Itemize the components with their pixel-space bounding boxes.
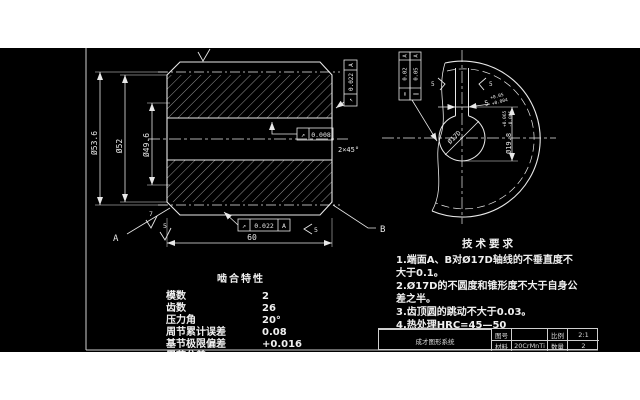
row-label: 压力角 (166, 315, 196, 326)
outer-circle-arc (431, 60, 541, 218)
keyway-width-tol-up: +0.05 (490, 92, 505, 101)
roughness-value: 5 (314, 226, 318, 234)
tech-requirements-title: 技术要求 (462, 238, 516, 250)
fcf-bottom-symbol: ↗ (242, 222, 246, 230)
scale-value: 2:1 (567, 329, 599, 340)
keyway-depth-text: Ø19.8 (505, 133, 513, 154)
keyway-width-text: 5 (484, 99, 490, 108)
datum-label-a: A (113, 234, 119, 244)
row-value: +0.016 (262, 339, 303, 350)
fcf-bottom-face (223, 211, 291, 232)
dim-60-text: 60 (247, 233, 257, 242)
table-row: 基节极限偏差 +0.016 (166, 339, 316, 351)
fcf-top-datum: A (348, 63, 355, 67)
keyway-width-tol-dn: +0.004 (491, 97, 509, 107)
chamfer-note: 2×45° (338, 146, 359, 154)
title-block: 成才图形系统 图号 比例 2:1 材料 20CrMnTi 数量 2 (378, 328, 599, 351)
fcf-top-symbol: ↗ (348, 98, 355, 102)
dim-d52-text: Ø52 (114, 139, 124, 154)
row-label: 周节累计误差 (166, 327, 226, 338)
row-label: 周节公差 (166, 351, 262, 352)
table-row: 齿数 26 (166, 303, 316, 315)
scale-label: 比例 (547, 329, 567, 340)
fcf-runout-right-face (335, 59, 358, 109)
hatch-bottom (167, 160, 332, 202)
fcf-top-value: 0.022 (348, 73, 355, 91)
row-value: 2 (262, 291, 269, 302)
datum-b-leader (332, 204, 376, 229)
fcf2-symbol: ∥ (413, 92, 420, 95)
roughness-value: 5 (163, 222, 167, 230)
length-dimension (166, 218, 333, 247)
fcf2-datum: A (414, 54, 420, 58)
end-view (382, 50, 556, 224)
drawing-canvas: Ø53.6 Ø52 Ø49.6 60 2×45° ↗ 0.022 A (0, 48, 640, 352)
fcf1-datum: A (403, 54, 409, 58)
mesh-table-title: 啮合特性 (217, 274, 265, 285)
drawing-linework: Ø53.6 Ø52 Ø49.6 60 2×45° ↗ 0.022 A (85, 48, 598, 351)
material-value: 20CrMnTi (511, 340, 547, 351)
roughness-icon (197, 48, 211, 62)
fcf-symmetry-parallelism (398, 51, 438, 142)
keyway-depth-tol-dn: -0.005 (508, 110, 514, 127)
roughness-icon (159, 227, 172, 241)
table-row: 压力角 20° (166, 315, 316, 327)
hatch-top (167, 75, 332, 118)
dim-d536-text: Ø53.6 (89, 131, 99, 155)
keyway-width-dimension (438, 102, 491, 110)
part-outline (166, 61, 333, 216)
bore-dim-leader (444, 120, 480, 156)
fcf-mid-value: 0.008 (311, 131, 331, 139)
fcf-mid-symbol: ↗ (301, 131, 305, 139)
fcf1-value: 0.02 (403, 67, 409, 80)
table-row: 周节累计误差 0.08 (166, 327, 316, 339)
fcf-bore-runout (269, 122, 334, 141)
section-view (148, 61, 348, 216)
fcf1-symbol: ═ (403, 92, 409, 97)
diameter-dimensions (95, 71, 170, 206)
drawing-no-label: 图号 (491, 329, 511, 340)
tech-requirement-item: 3.齿顶圆的跳动不大于0.03。 (396, 307, 532, 318)
qty-value: 2 (567, 340, 599, 351)
row-value: 0.018 (262, 351, 294, 352)
roughness-value: 5 (489, 81, 493, 88)
roughness-icon (478, 77, 487, 91)
row-value: 20° (262, 315, 281, 326)
keyway-depth-tol-up: +0.065 (502, 110, 508, 127)
roughness-value: 7 (149, 210, 153, 218)
roughness-value: 5 (431, 81, 435, 88)
datum-label-b: B (380, 225, 385, 235)
roughness-icon (303, 223, 313, 235)
row-value: 0.08 (262, 327, 287, 338)
row-label: 模数 (166, 291, 186, 302)
fcf-bottom-value: 0.022 (254, 222, 274, 230)
keyway-depth-dimension (464, 106, 518, 162)
roughness-icon (437, 77, 446, 91)
table-row: 模数 2 (166, 291, 316, 303)
row-label: 齿数 (166, 303, 186, 314)
tech-requirement-item: 2.Ø17D的不圆度和锥形度不大于自身公差之半。 (396, 281, 578, 305)
fcf-bottom-datum: A (282, 222, 286, 230)
tech-requirements: 技术要求 1.端面A、B对Ø17D轴线的不垂直度不大于0.1。 2.Ø17D的不… (396, 236, 582, 332)
dim-d496-text: Ø49.6 (141, 133, 151, 157)
part-name-cell: 成才图形系统 (379, 329, 491, 351)
drawing-no-value (511, 329, 547, 340)
datum-a-leader (126, 207, 171, 235)
material-label: 材料 (491, 340, 511, 351)
bore-dim-text: Ø17D (446, 129, 463, 146)
tech-requirement-item: 1.端面A、B对Ø17D轴线的不垂直度不大于0.1。 (396, 255, 573, 279)
row-label: 基节极限偏差 (166, 339, 226, 350)
qty-label: 数量 (547, 340, 567, 351)
pitch-circle-arc (435, 68, 535, 210)
row-value: 26 (262, 303, 276, 314)
table-row: 周节公差 0.018 (166, 351, 316, 352)
mesh-table: 啮合特性 模数 2 齿数 26 压力角 20° 周节累计误差 0.08 基节极限… (166, 270, 316, 352)
fcf2-value: 0.05 (414, 67, 420, 80)
tech-requirement-item: 4.热处理HRC=45—50 (396, 320, 507, 331)
roughness-icon (145, 215, 158, 229)
